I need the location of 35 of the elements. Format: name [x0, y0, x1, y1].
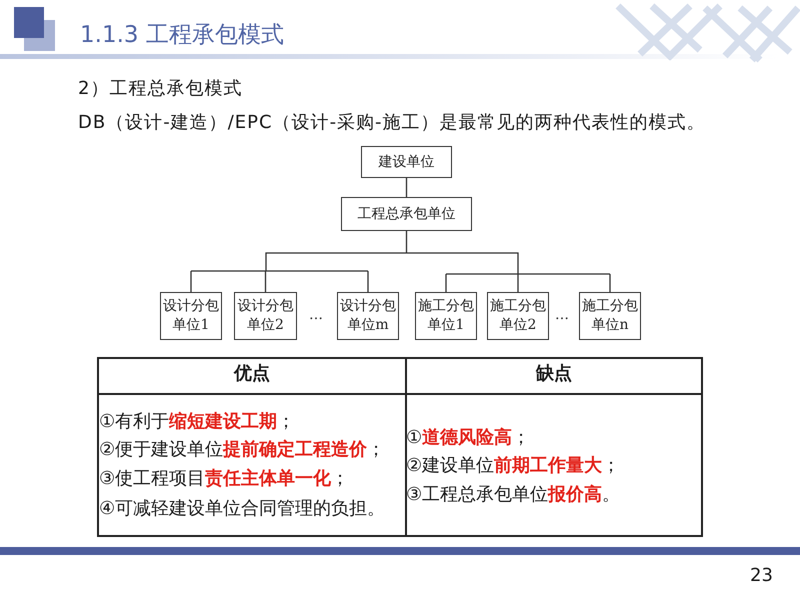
disadvantage-item: ③工程总承包单位报价高。: [406, 483, 620, 507]
advantage-item: ③使工程项目责任主体单一化；: [99, 467, 350, 491]
disadvantage-item: ①道德风险高；: [406, 426, 530, 450]
ellipsis-text: …: [309, 306, 323, 324]
ellipsis-text: …: [555, 306, 569, 324]
node-label: 设计分包单位2: [236, 297, 294, 335]
node-label: 施工分包单位2: [489, 297, 547, 335]
intro-text: DB（设计-建造）/EPC（设计-采购-施工）是最常见的两种代表性的模式。: [78, 111, 706, 135]
node-label: 工程总承包单位: [356, 204, 456, 224]
advantage-item: ④可减轻建设单位合同管理的负担。: [99, 497, 386, 521]
connector-line: [517, 274, 519, 292]
connector-line: [367, 271, 369, 292]
connector-line: [264, 271, 266, 292]
node-label: 施工分包单位n: [581, 297, 639, 335]
org-chart-box: [361, 146, 452, 178]
section-heading: 2）工程总承包模式: [78, 77, 242, 101]
page-number: 23: [750, 565, 773, 587]
slide-title: 1.1.3 工程承包模式: [80, 21, 284, 50]
advantage-item: ①有利于缩短建设工期；: [99, 410, 296, 434]
disadvantage-item: ②建设单位前期工作量大；: [406, 454, 620, 478]
column-header: 优点: [234, 362, 270, 386]
node-label: 施工分包单位1: [417, 297, 475, 335]
connector-line: [406, 178, 408, 197]
column-header: 缺点: [536, 362, 572, 386]
connector-line: [406, 231, 408, 253]
connector-line: [445, 274, 447, 292]
connector-line: [190, 271, 192, 292]
connector-line: [609, 274, 611, 292]
org-chart-box: [341, 197, 472, 231]
connector-line: [190, 252, 408, 272]
advantage-item: ②便于建设单位提前确定工程造价；: [99, 438, 386, 462]
connector-line: [406, 252, 611, 275]
node-label: 设计分包单位m: [339, 297, 397, 335]
node-label: 设计分包单位1: [162, 297, 220, 335]
node-label: 建设单位: [377, 152, 436, 172]
